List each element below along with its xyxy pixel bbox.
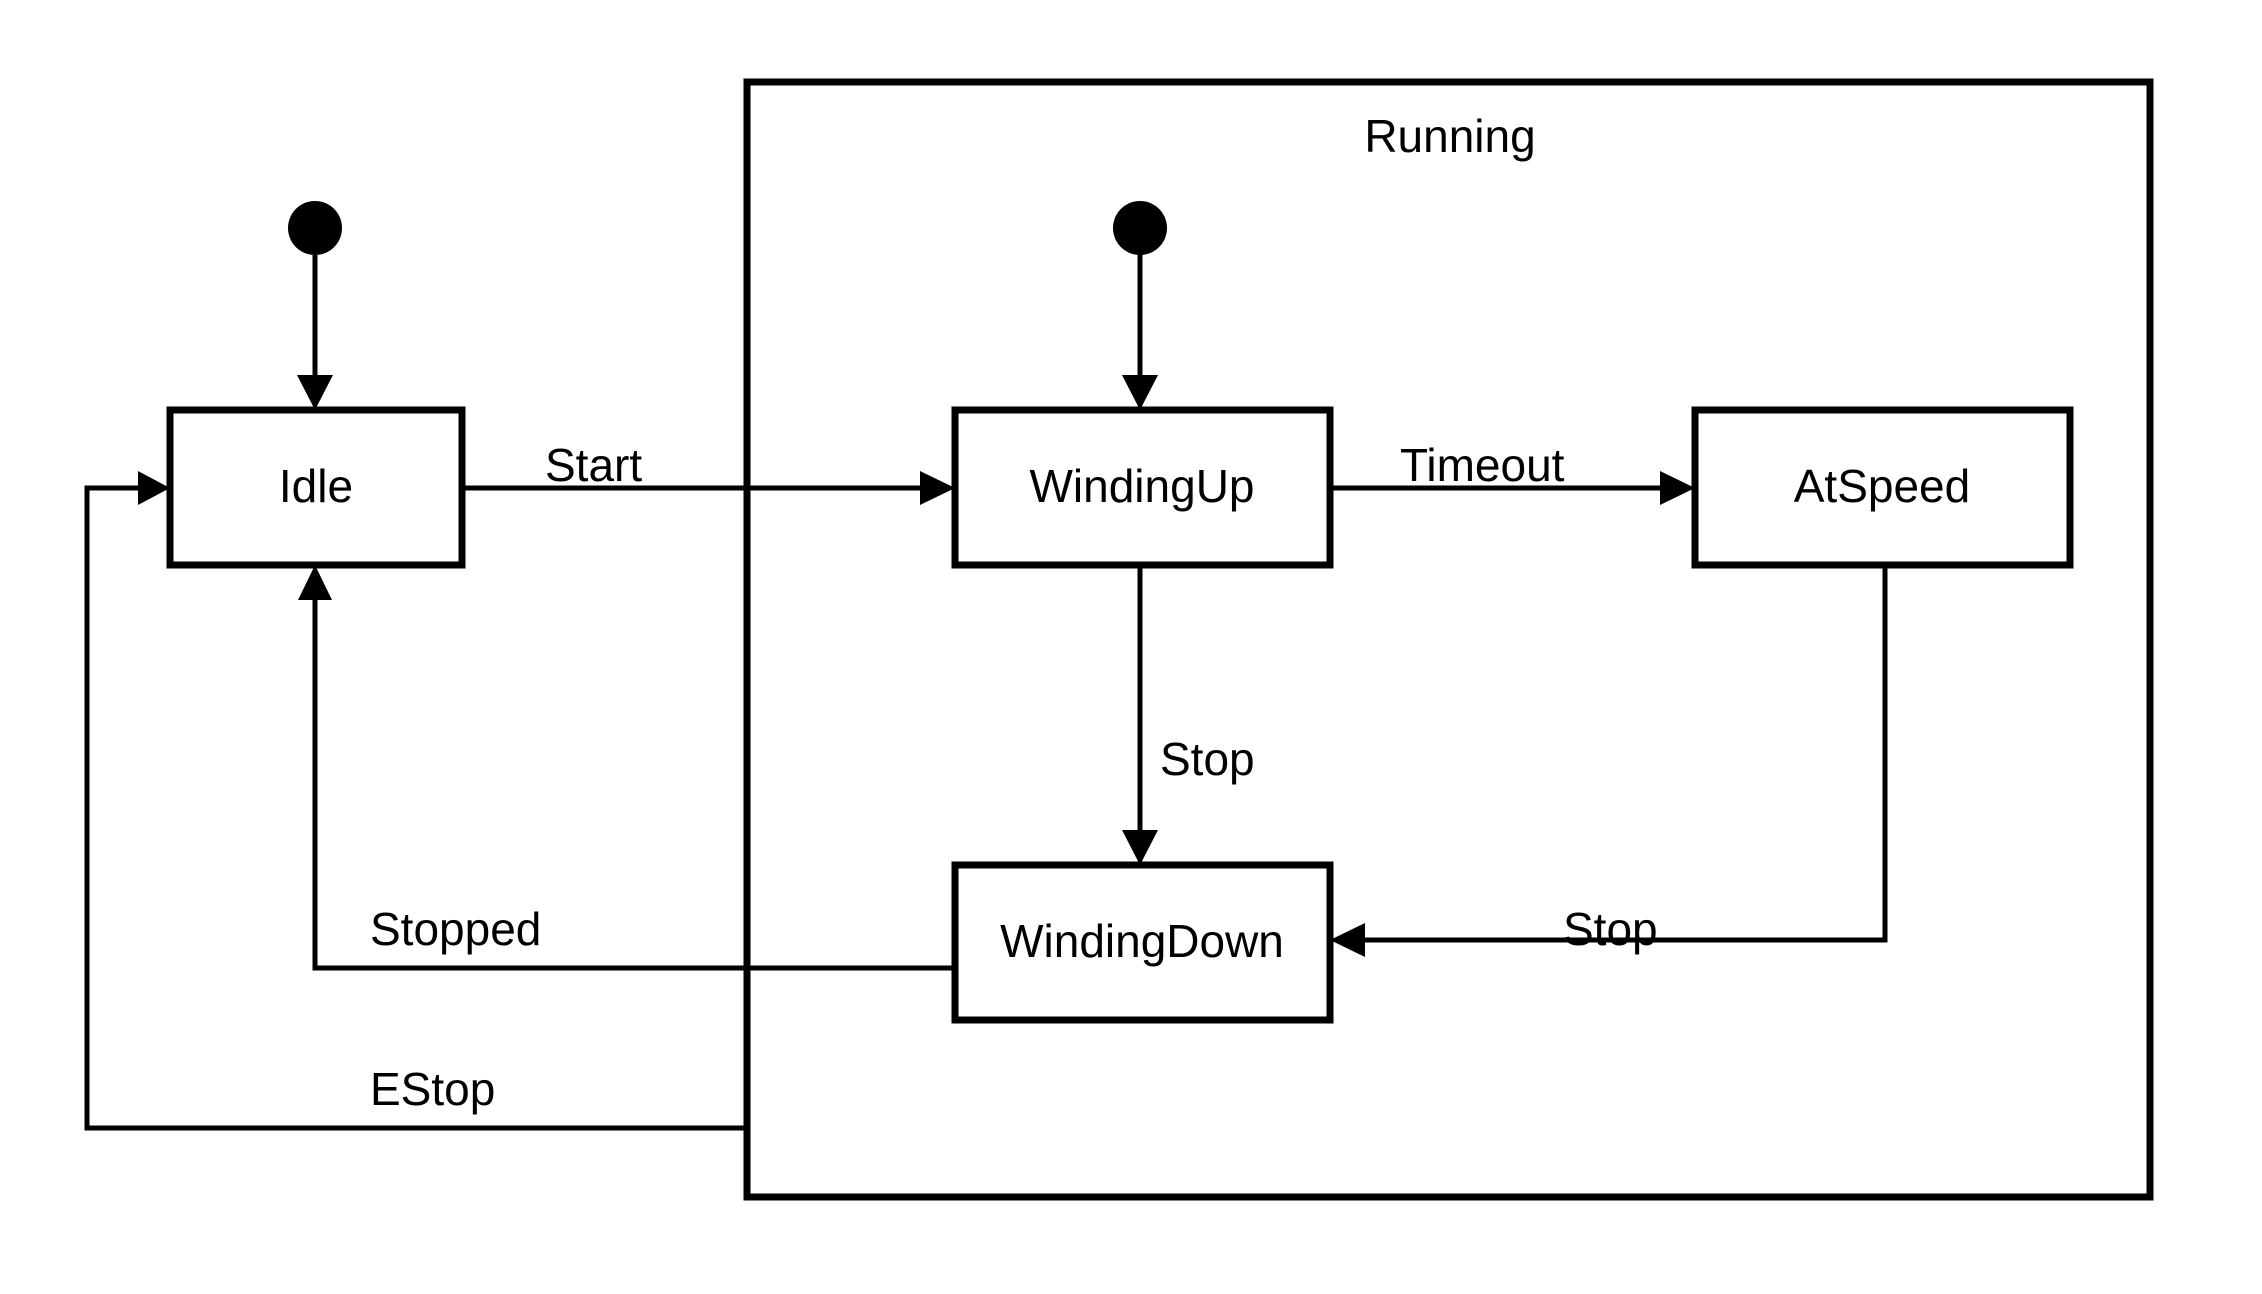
state-idle-label: Idle [279,460,353,512]
transition-stopped-label: Stopped [370,903,541,955]
transition-estop-line [84,485,747,1131]
initial-state-top-level[interactable] [288,201,342,410]
initial-state-running[interactable] [1113,201,1167,410]
transition-atspeed-stop-label: Stop [1563,903,1658,955]
state-windingdown-label: WindingDown [1000,915,1284,967]
state-windingup-box [951,406,1334,569]
transition-stopped-line [312,590,955,971]
state-atspeed-label: AtSpeed [1794,460,1970,512]
transition-atspeed-stop-arrowhead [1330,923,1365,957]
initial-state-dot [288,201,342,255]
state-idle[interactable]: Idle [166,406,466,569]
transition-estop-label: EStop [370,1063,495,1115]
transition-stopped[interactable]: Stopped [298,565,955,971]
state-atspeed-box [1691,406,2074,569]
initial-transition-windingup-arrowhead [1122,375,1158,410]
transition-stopped-arrowhead [298,565,332,600]
transition-estop-arrowhead [138,471,170,505]
state-idle-box [166,406,466,569]
initial-state-dot [1113,201,1167,255]
transition-timeout[interactable]: Timeout [1330,439,1695,505]
transition-windingup-stop-arrowhead [1122,830,1158,865]
state-windingup-label: WindingUp [1030,460,1255,512]
transition-start-label: Start [545,439,642,491]
transition-timeout-label: Timeout [1400,439,1565,491]
state-windingup[interactable]: WindingUp [951,406,1334,569]
initial-transition-idle-arrowhead [297,375,333,410]
transition-atspeed-stop[interactable]: Stop [1330,565,1888,957]
transition-windingup-stop-label: Stop [1160,733,1255,785]
transition-timeout-arrowhead [1660,471,1695,505]
transition-start-arrowhead [920,471,955,505]
state-atspeed[interactable]: AtSpeed [1691,406,2074,569]
transition-windingup-stop[interactable]: Stop [1122,565,1255,865]
state-windingdown[interactable]: WindingDown [951,861,1334,1024]
region-running-border [743,78,2154,1201]
state-windingdown-box [951,861,1334,1024]
transition-estop[interactable]: EStop [84,471,747,1131]
transition-atspeed-stop-line [1355,565,1888,943]
transition-start[interactable]: Start [462,439,955,505]
region-running[interactable]: Running [743,78,2154,1201]
region-running-label: Running [1364,110,1535,162]
